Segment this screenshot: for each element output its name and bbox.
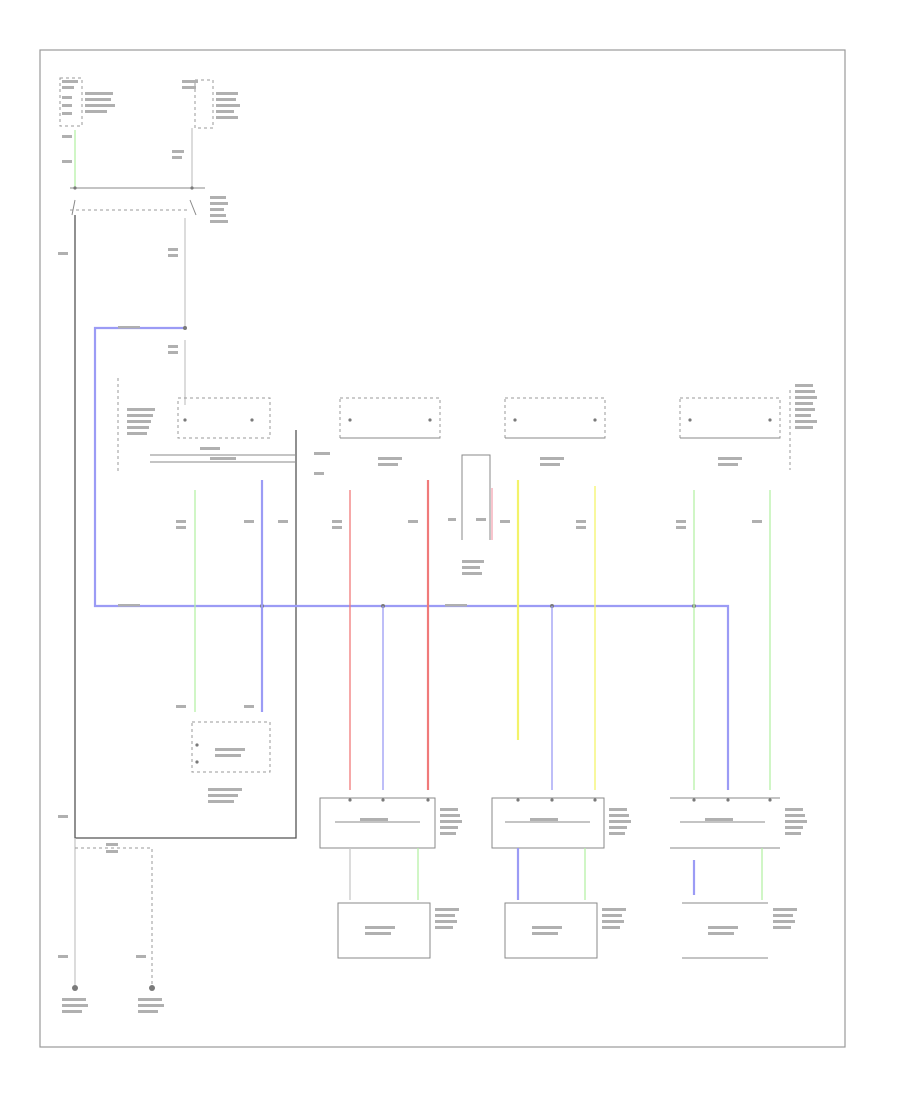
driver-window-motor — [191, 721, 271, 803]
right-front-window-switch — [319, 797, 462, 849]
left-rear-window-motor — [504, 902, 626, 959]
top-left-fuse-box — [59, 77, 115, 127]
master-switch-left-block — [117, 378, 295, 472]
right-rear-window-switch — [670, 797, 807, 849]
ground-point-right — [138, 985, 164, 1013]
diagram-border — [39, 49, 846, 1048]
power-window-main-relay — [70, 186, 228, 223]
right-front-window-motor — [337, 902, 459, 959]
top-center-fuse-box — [182, 79, 240, 129]
master-switch-block-3 — [504, 397, 606, 466]
master-switch-block-2 — [314, 397, 441, 475]
left-rear-window-switch — [491, 797, 631, 849]
right-rear-window-motor — [682, 902, 797, 959]
master-switch-block-4 — [679, 384, 817, 470]
center-junction — [448, 454, 493, 575]
ground-point-left — [62, 985, 88, 1013]
